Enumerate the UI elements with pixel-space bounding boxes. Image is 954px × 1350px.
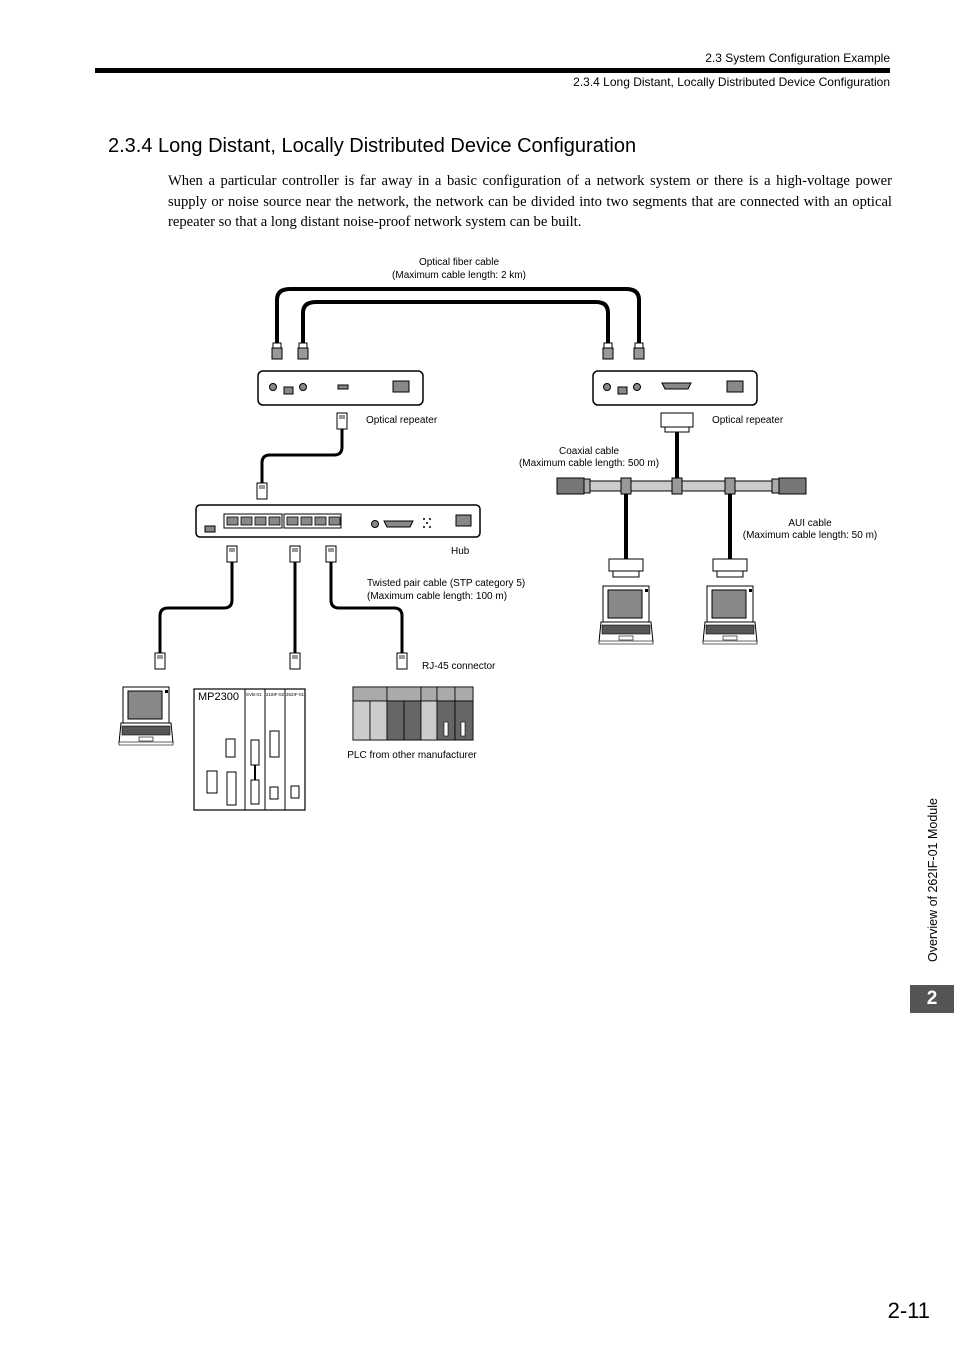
laptop-icon (598, 585, 654, 645)
aui-cable-label: AUI cable (788, 518, 832, 529)
plc-label: PLC from other manufacturer (347, 750, 477, 761)
network-diagram: Optical fiber cable (Maximum cable lengt… (118, 257, 878, 811)
rj45-label: RJ-45 connector (422, 661, 496, 672)
side-tab-text: Overview of 262IF-01 Module (926, 798, 940, 962)
module-262if-label: 262IF-01 (286, 692, 305, 697)
header-rule (95, 68, 890, 73)
plc-unit (352, 686, 474, 741)
mp2300-label: MP2300 (198, 691, 239, 703)
page-title: 2.3.4 Long Distant, Locally Distributed … (108, 135, 637, 157)
twisted-pair-length: (Maximum cable length: 100 m) (367, 591, 507, 602)
module-218if-label: 218IF-02 (266, 692, 285, 697)
module-svb-label: SVB-01 (246, 692, 262, 697)
coax-cable-length: (Maximum cable length: 500 m) (519, 458, 659, 469)
fiber-cable-length: (Maximum cable length: 2 km) (392, 270, 526, 281)
chapter-tab: 2 (910, 985, 954, 1013)
laptop-icon (118, 686, 174, 746)
twisted-pair-label: Twisted pair cable (STP category 5) (367, 578, 525, 589)
aui-cable-length: (Maximum cable length: 50 m) (743, 530, 878, 541)
page-number: 2-11 (887, 1298, 930, 1323)
hub-label: Hub (451, 546, 470, 557)
intro-paragraph: When a particular controller is far away… (168, 173, 892, 230)
repeater-right-label: Optical repeater (712, 415, 784, 426)
header-section: 2.3 System Configuration Example (705, 51, 890, 65)
fiber-cable-label: Optical fiber cable (419, 257, 499, 268)
laptop-icon (702, 585, 758, 645)
coax-cable-label: Coaxial cable (559, 446, 619, 457)
header-subsection: 2.3.4 Long Distant, Locally Distributed … (573, 75, 890, 89)
mp2300-controller (193, 688, 306, 811)
repeater-left-label: Optical repeater (366, 415, 438, 426)
